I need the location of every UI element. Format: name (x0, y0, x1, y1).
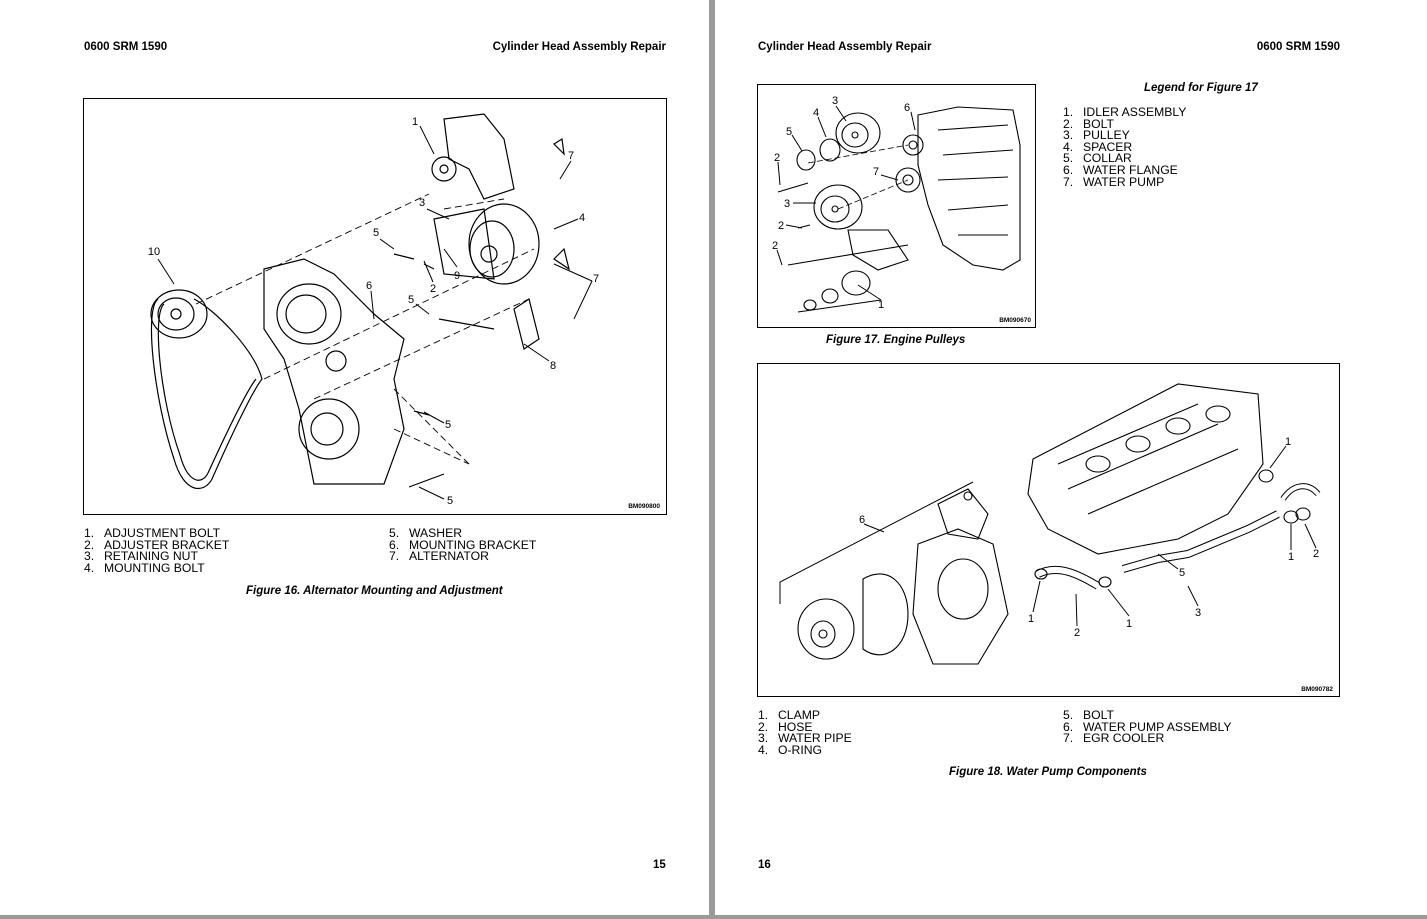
legend-item: 3.RETAINING NUT (84, 549, 198, 564)
figure-id: BM090800 (628, 503, 660, 510)
figure-17-illustration: 3 6 4 5 2 7 3 2 2 1 BM090670 (757, 84, 1036, 328)
legend-item: 7.ALTERNATOR (389, 549, 489, 564)
callout-2: 2 (774, 152, 780, 164)
callout-1d: 1 (1288, 551, 1294, 563)
callout-4: 4 (579, 212, 585, 224)
legend-item: 6.WATER FLANGE (1063, 162, 1178, 177)
legend-item: 3.PULLEY (1063, 128, 1130, 143)
legend-item: 6.WATER PUMP ASSEMBLY (1063, 719, 1232, 734)
water-pump-drawing: 1 6 1 2 5 1 2 1 3 (779, 383, 1321, 665)
page-16: Cylinder Head Assembly Repair 0600 SRM 1… (715, 0, 1427, 915)
callout-5b: 5 (408, 294, 414, 306)
legend-item: 4.SPACER (1063, 139, 1133, 154)
callout-5: 5 (373, 227, 379, 239)
figure-18-caption: Figure 18. Water Pump Components (949, 766, 1147, 778)
engine-pulleys-drawing: 3 6 4 5 2 7 3 2 2 1 (772, 95, 1021, 313)
callout-5: 5 (1179, 567, 1185, 579)
doc-number: 0600 SRM 1590 (1256, 41, 1340, 53)
callout-3: 3 (1195, 607, 1201, 619)
figure-17-caption: Figure 17. Engine Pulleys (826, 334, 966, 346)
callout-6: 6 (366, 280, 372, 292)
figure-17-legend: 1.IDLER ASSEMBLY 2.BOLT 3.PULLEY 4.SPACE… (1063, 105, 1187, 189)
legend-item: 5.BOLT (1063, 708, 1114, 722)
callout-7b: 7 (593, 273, 599, 285)
callout-4: 4 (813, 107, 819, 119)
callout-3: 3 (832, 95, 838, 107)
legend-item: 6.MOUNTING BRACKET (389, 537, 537, 552)
page-number: 15 (653, 859, 666, 871)
section-title: Cylinder Head Assembly Repair (758, 41, 932, 53)
callout-5: 5 (786, 126, 792, 138)
callout-7: 7 (873, 166, 879, 178)
section-title: Cylinder Head Assembly Repair (492, 41, 666, 53)
legend-title: Legend for Figure 17 (1144, 82, 1258, 94)
doc-number: 0600 SRM 1590 (84, 41, 168, 53)
legend-item: 1.ADJUSTMENT BOLT (84, 526, 221, 540)
figure-18-legend-col1: 1.CLAMP 2.HOSE 3.WATER PIPE 4.O-RING (758, 708, 852, 757)
callout-10: 10 (148, 246, 160, 258)
legend-item: 3.WATER PIPE (758, 731, 852, 746)
figure-id: BM090670 (999, 317, 1031, 324)
callout-5c: 5 (445, 419, 451, 431)
callout-6: 6 (859, 514, 865, 526)
alternator-exploded-drawing: 1 7 3 4 5 9 2 7 10 6 5 8 5 5 (148, 113, 599, 507)
callout-1: 1 (1285, 436, 1291, 448)
figure-16-caption: Figure 16. Alternator Mounting and Adjus… (246, 585, 503, 597)
legend-item: 2.ADJUSTER BRACKET (84, 537, 230, 552)
legend-item: 2.HOSE (758, 719, 813, 734)
callout-2: 2 (430, 283, 436, 295)
legend-item: 4.MOUNTING BOLT (84, 560, 205, 575)
legend-item: 1.IDLER ASSEMBLY (1063, 105, 1187, 119)
callout-6: 6 (904, 102, 910, 114)
callout-9: 9 (454, 270, 460, 282)
figure-16-illustration: 1 7 3 4 5 9 2 7 10 6 5 8 5 5 BM090800 (83, 98, 667, 515)
callout-2c: 2 (772, 240, 778, 252)
callout-2: 2 (1074, 627, 1080, 639)
callout-3: 3 (419, 197, 425, 209)
page-number: 16 (758, 859, 771, 871)
callout-7: 7 (568, 150, 574, 162)
legend-item: 4.O-RING (758, 742, 823, 757)
legend-item: 7.EGR COOLER (1063, 731, 1165, 746)
legend-item: 7.WATER PUMP (1063, 174, 1165, 189)
callout-8: 8 (550, 360, 556, 372)
callout-2b: 2 (1313, 548, 1319, 560)
callout-1c: 1 (1126, 618, 1132, 630)
callout-3b: 3 (784, 198, 790, 210)
legend-item: 2.BOLT (1063, 116, 1114, 131)
legend-item: 1.CLAMP (758, 708, 820, 722)
callout-2b: 2 (778, 220, 784, 232)
callout-5d: 5 (447, 495, 453, 507)
legend-item: 5.WASHER (389, 526, 463, 540)
legend-item: 5.COLLAR (1063, 151, 1132, 166)
figure-16-legend-col1: 1.ADJUSTMENT BOLT 2.ADJUSTER BRACKET 3.R… (84, 526, 230, 575)
figure-18-illustration: 1 6 1 2 5 1 2 1 3 BM090782 (757, 363, 1340, 697)
figure-16-legend-col2: 5.WASHER 6.MOUNTING BRACKET 7.ALTERNATOR (389, 526, 537, 564)
figure-18-legend-col2: 5.BOLT 6.WATER PUMP ASSEMBLY 7.EGR COOLE… (1063, 708, 1232, 746)
page-15: 0600 SRM 1590 Cylinder Head Assembly Rep… (0, 0, 709, 915)
callout-1: 1 (412, 116, 418, 128)
callout-1b: 1 (1028, 613, 1034, 625)
figure-id: BM090782 (1301, 686, 1333, 693)
callout-1: 1 (878, 299, 884, 311)
